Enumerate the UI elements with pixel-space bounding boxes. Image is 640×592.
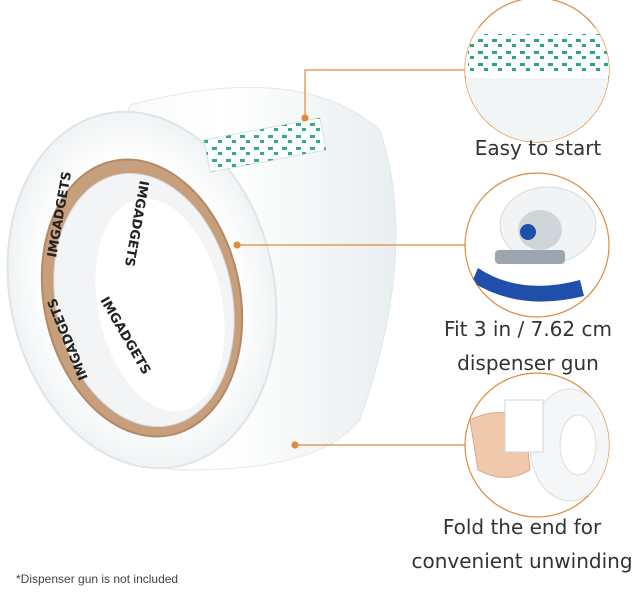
feature-image-fold-end bbox=[464, 372, 610, 518]
caption-fold-end-line2: convenient unwinding bbox=[411, 549, 633, 573]
caption-dispenser: Fit 3 in / 7.62 cm dispenser gun bbox=[420, 312, 636, 380]
tape-hollow bbox=[95, 198, 225, 412]
caption-easy-start-text: Easy to start bbox=[474, 136, 602, 160]
feature-image-easy-start bbox=[464, 0, 610, 143]
folded-tape-end bbox=[504, 399, 544, 453]
caption-fold-end: Fold the end for convenient unwinding bbox=[404, 510, 640, 578]
caption-easy-start: Easy to start bbox=[440, 131, 636, 165]
dispenser-hub bbox=[520, 224, 536, 240]
caption-fold-end-line1: Fold the end for bbox=[442, 515, 602, 539]
start-tab-closeup bbox=[468, 34, 608, 74]
footnote: *Dispenser gun is not included bbox=[16, 572, 179, 586]
caption-dispenser-line1: Fit 3 in / 7.62 cm bbox=[444, 317, 612, 341]
caption-dispenser-line2: dispenser gun bbox=[457, 351, 599, 375]
connector-lines bbox=[233, 69, 465, 449]
feature-image-dispenser bbox=[464, 172, 610, 318]
connector-1 bbox=[304, 69, 465, 118]
dispenser-handle bbox=[472, 268, 584, 302]
tape-roll: IMGADGETS IMGADGETS IMGADGETS IMGADGETS bbox=[6, 86, 397, 471]
